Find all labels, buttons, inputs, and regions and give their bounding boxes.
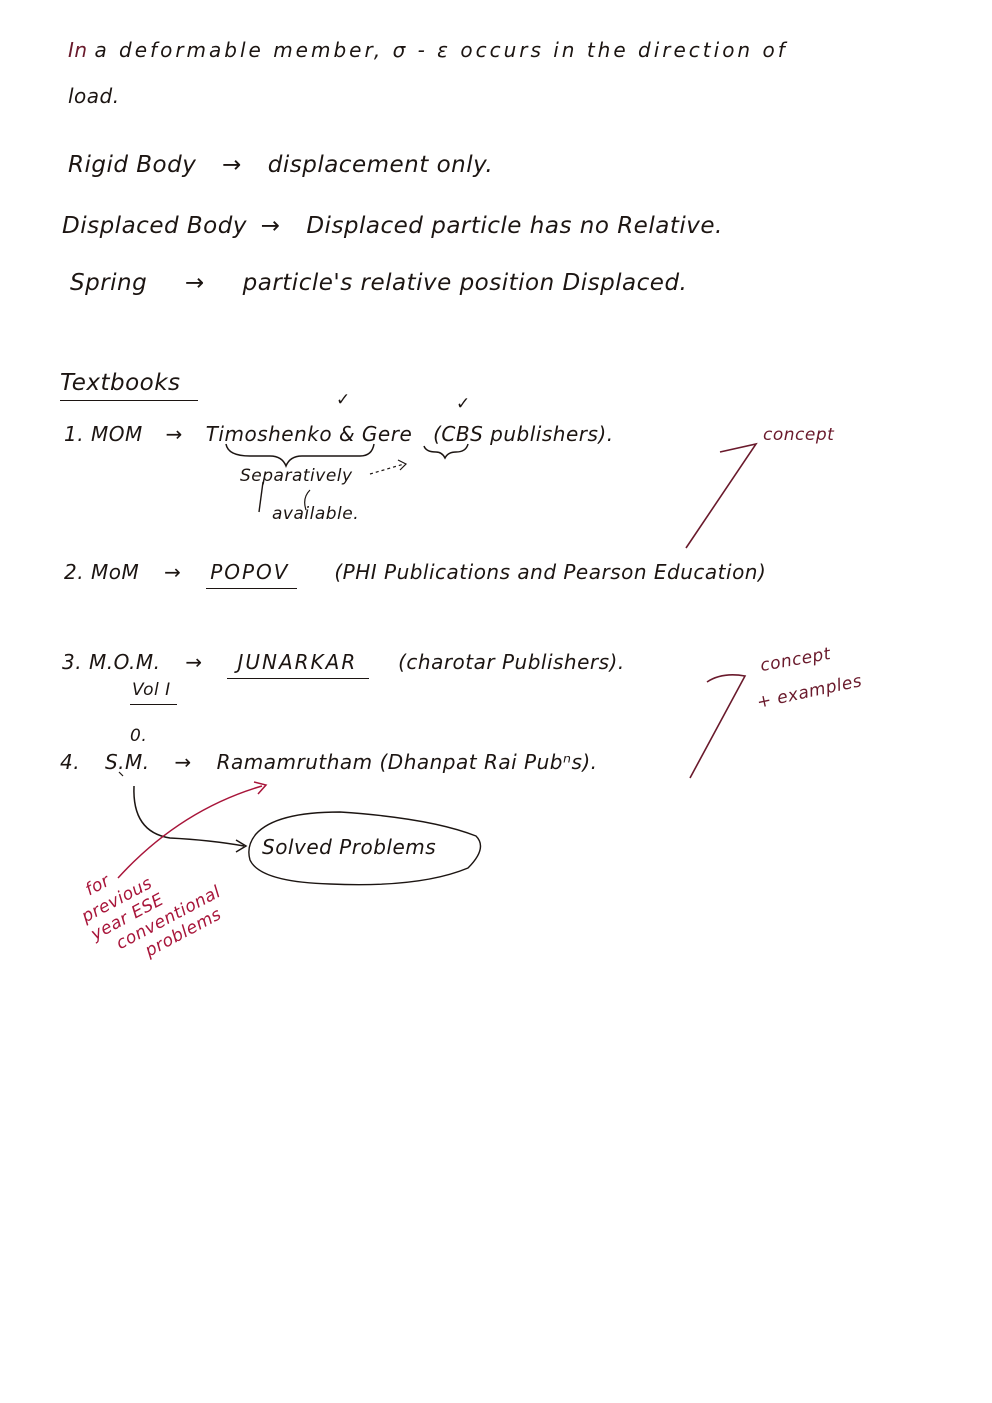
arrow-icon: → xyxy=(185,270,205,296)
ampersand: & xyxy=(338,422,356,446)
item-author: POPOV xyxy=(206,560,298,589)
item-publisher: (Dhanpat Rai Pubⁿs). xyxy=(379,750,598,774)
annotation-ese-problems: for previous year ESE conventional probl… xyxy=(68,836,225,979)
item-number: 2. xyxy=(64,560,85,584)
intro-line-1: In a deformable member, σ - ε occurs in … xyxy=(68,38,788,62)
item-number: 4. xyxy=(60,750,81,774)
textbooks-heading: Textbooks xyxy=(60,370,198,401)
item-subject: S.M. xyxy=(104,750,150,774)
annotation-concept: concept xyxy=(763,425,835,445)
definition-rigid-body: Rigid Body → displacement only. xyxy=(68,152,493,178)
item-publisher: (PHI Publications and Pearson Education) xyxy=(334,560,767,584)
item-subject: MOM xyxy=(90,422,143,446)
definition-term: Displaced Body xyxy=(62,213,247,239)
textbook-item-2: 2. MoM → POPOV (PHI Publications and Pea… xyxy=(64,560,767,589)
item-author-1: Timoshenko xyxy=(205,422,333,446)
intro-first-word: In xyxy=(68,38,88,62)
brace-icon xyxy=(225,443,375,469)
arrow-icon: → xyxy=(164,560,182,584)
intro-line-2: load. xyxy=(68,84,120,108)
textbook-item-3: 3. M.O.M. → JUNARKAR (charotar Publisher… xyxy=(62,650,625,679)
item-author-2: Gere xyxy=(361,422,413,446)
definition-meaning: displacement only. xyxy=(267,152,494,178)
annotation-examples-line: + examples xyxy=(755,671,864,713)
item-publisher: (CBS publishers). xyxy=(433,422,614,446)
arrow-icon: → xyxy=(165,422,183,446)
item-subject-volume: Vol I xyxy=(130,680,177,705)
dotted-arrow-icon xyxy=(369,463,405,475)
tick-icon: ✓ xyxy=(456,394,471,414)
item-publisher: (charotar Publishers). xyxy=(398,650,625,674)
note-available: available. xyxy=(272,504,360,524)
brace-icon xyxy=(423,443,469,460)
definition-term: Rigid Body xyxy=(68,152,197,178)
item-number: 3. xyxy=(62,650,83,674)
intro-line-1-text: a deformable member, σ - ε occurs in the… xyxy=(94,38,788,62)
item-author: JUNARKAR xyxy=(227,650,370,679)
bracket-icon xyxy=(689,674,747,779)
textbook-item-4: 4. S.M. → Ramamrutham (Dhanpat Rai Pubⁿs… xyxy=(60,750,598,774)
arrow-icon: → xyxy=(222,152,242,178)
item-number: 1. xyxy=(64,422,85,446)
tick-icon: ✓ xyxy=(336,390,351,410)
solved-problems-label: Solved Problems xyxy=(262,835,437,859)
definition-spring: Spring → particle's relative position Di… xyxy=(70,270,687,296)
definition-displaced-body: Displaced Body → Displaced particle has … xyxy=(62,213,723,239)
definition-meaning: Displaced particle has no Relative. xyxy=(306,213,723,239)
arrow-icon: → xyxy=(174,750,192,774)
item-author: Ramamrutham xyxy=(216,750,373,774)
arrow-icon: → xyxy=(185,650,203,674)
definition-term: Spring xyxy=(70,270,148,296)
definition-meaning: particle's relative position Displaced. xyxy=(242,270,688,296)
bracket-icon xyxy=(685,442,758,549)
item-subject-superscript: 0. xyxy=(130,726,148,746)
annotation-concept-line: concept xyxy=(758,643,833,677)
textbook-item-1: 1. MOM → Timoshenko & Gere (CBS publishe… xyxy=(64,422,614,446)
item-subject: MoM xyxy=(90,560,140,584)
item-subject: M.O.M. xyxy=(88,650,161,674)
note-separatively: Separatively xyxy=(240,466,353,486)
arrow-icon: → xyxy=(260,213,281,239)
